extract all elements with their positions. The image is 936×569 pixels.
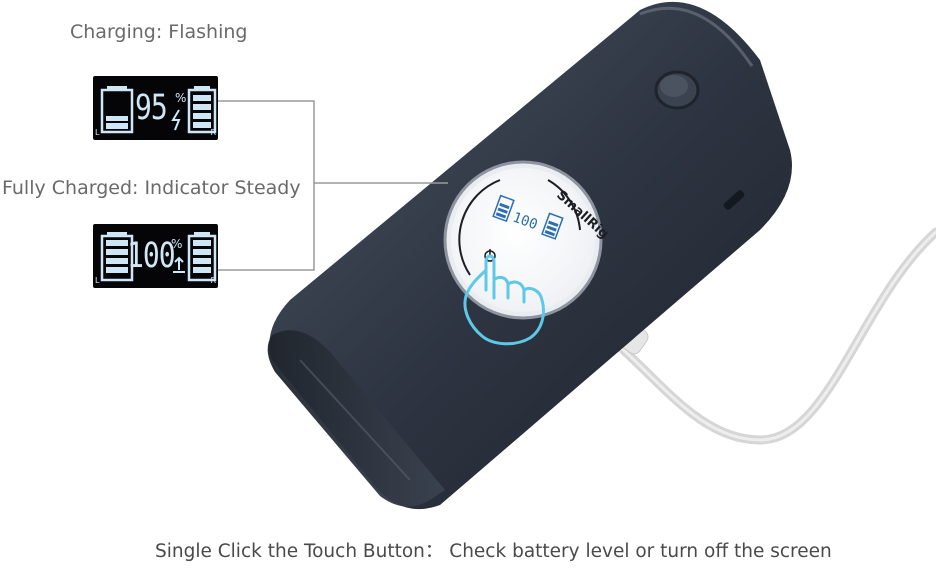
battery-icon: % — [100, 86, 217, 134]
touch-hand-icon — [463, 254, 545, 346]
charging-label: Charging: Flashing — [70, 21, 248, 43]
fully-charged-label: Fully Charged: Indicator Steady — [2, 177, 301, 199]
right-tag: R — [210, 128, 216, 137]
power-icon — [484, 249, 496, 262]
charge-out-icon — [173, 256, 185, 273]
percent-icon: % — [175, 91, 186, 105]
charging-percent: 95 — [135, 86, 168, 128]
lcd-charging-display: % 95 L R — [93, 76, 218, 140]
lcd-full-display: % 100 L R — [93, 224, 218, 288]
right-tag: R — [210, 276, 216, 285]
left-tag: L — [95, 276, 100, 285]
full-percent: 100 — [127, 234, 176, 276]
battery-icon: % — [100, 232, 217, 282]
lightning-icon — [171, 109, 181, 131]
instruction-caption: Single Click the Touch Button： Check bat… — [155, 541, 832, 562]
left-tag: L — [95, 128, 100, 137]
percent-icon: % — [171, 237, 182, 251]
